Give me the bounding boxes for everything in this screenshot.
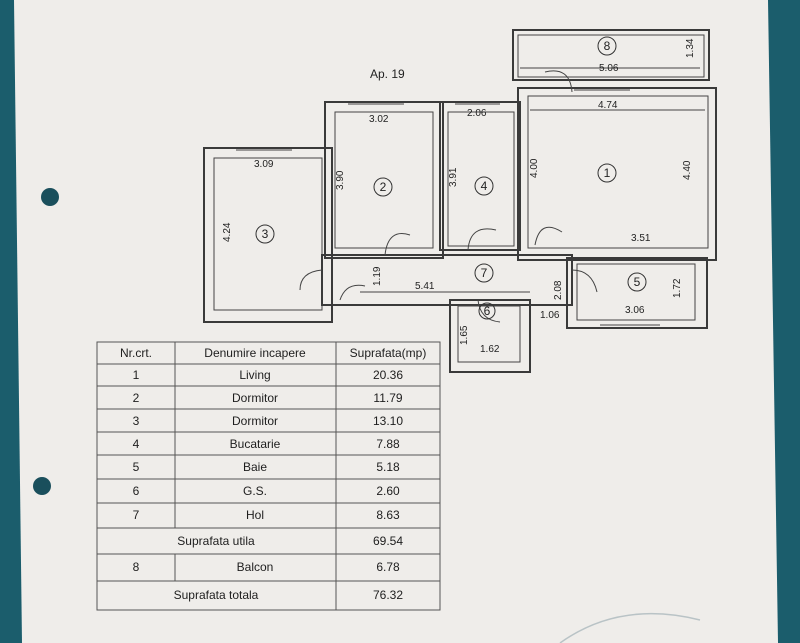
table-header-area: Suprafata(mp) [350, 346, 427, 360]
dim-living-inner-left: 4.00 [529, 158, 540, 178]
balcony-inner [517, 34, 705, 78]
table-extra-name: Balcon [237, 560, 274, 574]
dim-hall-side: 2.08 [553, 280, 564, 300]
dim-hall-small: 1.06 [540, 310, 560, 321]
table-row-6-nr: 6 [133, 484, 140, 498]
table-row-4-area: 7.88 [376, 437, 400, 451]
room-4-kitchen [439, 101, 521, 251]
dim-living-bottom: 3.51 [631, 233, 651, 244]
table-row-5-name: Baie [243, 460, 267, 474]
table-row-2-nr: 2 [133, 391, 140, 405]
table-extra-area: 6.78 [376, 560, 400, 574]
dim-bed2-width: 3.02 [369, 114, 389, 125]
table-row-5-nr: 5 [133, 460, 140, 474]
dim-kitchen-depth: 3.91 [448, 167, 459, 187]
table-extra-nr: 8 [133, 560, 140, 574]
table-total-label: Suprafata totala [174, 588, 259, 602]
room-number-circle-3 [255, 224, 275, 244]
table-row-4-nr: 4 [133, 437, 140, 451]
table-row-1-nr: 1 [133, 368, 140, 382]
table-row-7-name: Hol [246, 508, 264, 522]
dim-bath-width: 3.06 [625, 305, 645, 316]
table-row-5-area: 5.18 [376, 460, 400, 474]
room-1-living [517, 87, 717, 261]
door-living [534, 226, 563, 246]
bath-inner [576, 263, 696, 321]
table-row-3-area: 13.10 [373, 414, 403, 428]
dim-bed3-depth: 4.24 [222, 222, 233, 242]
table-row-2-area: 11.79 [373, 391, 402, 405]
room-number-1: 1 [604, 166, 611, 180]
kitchen-inner [447, 111, 515, 247]
table-row-1-area: 20.36 [373, 368, 403, 382]
room-number-8: 8 [604, 39, 611, 53]
dim-kitchen-width: 2.06 [467, 108, 487, 119]
room-number-5: 5 [634, 275, 641, 289]
dim-wc-width: 1.62 [480, 344, 500, 355]
door-bedroom3 [299, 269, 323, 291]
punch-hole-bottom [33, 477, 51, 495]
dim-bed2-depth: 3.90 [335, 170, 346, 190]
room-number-circle-1 [597, 163, 617, 183]
room-2-bedroom [324, 101, 444, 259]
dim-balcony-depth: 1.34 [685, 38, 696, 58]
table-total-area: 76.32 [373, 588, 403, 602]
room-number-3: 3 [262, 227, 269, 241]
room-number-circle-6 [478, 302, 496, 320]
door-bath [571, 269, 598, 293]
table-frame [96, 341, 441, 611]
table-row-4-name: Bucatarie [230, 437, 281, 451]
room-number-circle-2 [373, 177, 393, 197]
bedroom3-inner [213, 157, 323, 311]
door-kitchen [467, 228, 497, 251]
table-row-3-nr: 3 [133, 414, 140, 428]
room-6-wc [449, 299, 531, 373]
dim-living-width: 4.74 [598, 100, 618, 111]
dim-hall-depth: 1.19 [372, 266, 383, 286]
door-bedroom2 [384, 233, 411, 256]
dim-bath-depth: 1.72 [672, 278, 683, 298]
table-row-6-name: G.S. [243, 484, 267, 498]
room-number-6: 6 [484, 304, 491, 318]
table-subtotal-label: Suprafata utila [177, 534, 255, 548]
room-3-bedroom [203, 147, 333, 323]
room-number-circle-8 [597, 36, 617, 56]
dim-hall-length: 5.41 [415, 281, 435, 292]
room-number-2: 2 [380, 180, 387, 194]
living-inner [527, 95, 709, 249]
room-8-balcony [512, 29, 710, 81]
plan-title: Ap. 19 [370, 67, 405, 81]
table-row-1-name: Living [239, 368, 270, 382]
room-number-circle-5 [627, 272, 647, 292]
room-7-hall [321, 254, 573, 306]
table-header-name: Denumire incapere [204, 346, 306, 360]
stamp-arc [559, 612, 701, 643]
dim-bed3-width: 3.09 [254, 159, 274, 170]
table-row-3-name: Dormitor [232, 414, 278, 428]
dim-living-depth: 4.40 [682, 160, 693, 180]
room-number-4: 4 [481, 179, 488, 193]
room-5-bath [566, 257, 708, 329]
punch-hole-top [41, 188, 59, 206]
room-number-circle-4 [474, 176, 494, 196]
table-row-2-name: Dormitor [232, 391, 278, 405]
bedroom2-inner [334, 111, 434, 249]
table-header-nr: Nr.crt. [120, 346, 152, 360]
wc-inner [457, 305, 521, 363]
room-number-circle-7 [474, 263, 494, 283]
table-row-7-area: 8.63 [376, 508, 400, 522]
dim-balcony-width: 5.06 [599, 63, 619, 74]
table-subtotal-area: 69.54 [373, 534, 403, 548]
door-wc [477, 299, 501, 323]
room-number-7: 7 [481, 266, 488, 280]
areas-table: Nr.crt. Denumire incapere Suprafata(mp) … [96, 341, 441, 611]
table-row-6-area: 2.60 [376, 484, 400, 498]
door-balcony [544, 70, 573, 93]
door-entrance [339, 284, 366, 301]
dim-wc-depth: 1.65 [459, 325, 470, 345]
table-row-7-nr: 7 [133, 508, 140, 522]
